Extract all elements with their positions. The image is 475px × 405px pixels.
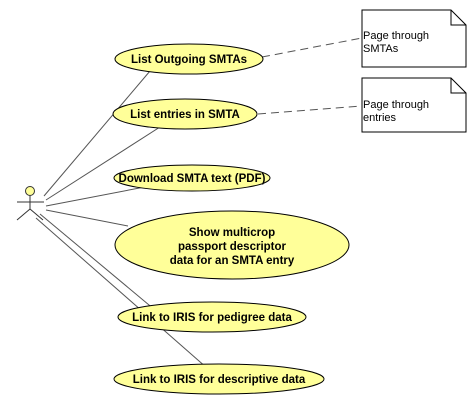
actor-left-leg [16,208,31,221]
use-case-list-outgoing-smtas: List Outgoing SMTAs [114,43,264,75]
note-shape [361,77,467,133]
association-line-link-descriptive [35,217,208,369]
use-case-list-entries-in-smta: List entries in SMTA [112,98,258,130]
use-case-label: List entries in SMTA [130,109,240,121]
use-case-ellipse [112,98,258,130]
use-case-label: List Outgoing SMTAs [131,54,247,66]
note-page-through-entries: Page through entries [361,77,467,133]
use-case-ellipse [114,43,264,75]
use-case-link-iris-pedigree: Link to IRIS for pedigree data [117,301,307,333]
use-case-ellipse [113,164,271,192]
use-case-ellipse [113,363,325,395]
use-case-label-line-3: data for an SMTA entry [170,255,295,267]
use-case-label: Link to IRIS for descriptive data [133,374,306,386]
note-line-2: entries [363,112,397,124]
association-line-list-entries [45,126,161,201]
note-line-1: Page through [363,30,429,42]
association-line-list-outgoing [43,70,151,197]
use-case-label: Download SMTA text (PDF) [119,173,266,185]
associations [35,70,208,369]
use-case-label-line-1: Show multicrop [189,227,275,239]
note-anchor-entries [257,105,363,115]
note-anchor-smtas [261,37,363,58]
association-line-download [45,185,151,207]
note-shape [361,9,467,68]
use-case-ellipse [117,301,307,333]
use-case-show-multicrop-passport: Show multicrop passport descriptor data … [114,210,350,280]
association-line-link-pedigree [39,213,156,311]
note-folded-corner [450,78,466,94]
use-case-download-smta-text: Download SMTA text (PDF) [113,164,271,192]
note-anchors [257,37,363,115]
use-case-label-line-2: passport descriptor [178,241,287,253]
association-line-show-multicrop [45,209,129,227]
actor-head [25,186,35,196]
use-case-label: Link to IRIS for pedigree data [132,312,292,324]
use-case-link-iris-descriptive: Link to IRIS for descriptive data [113,363,325,395]
note-folded-corner [450,10,466,26]
note-line-2: SMTAs [363,43,399,55]
note-line-1: Page through [363,99,429,111]
use-case-ellipse [114,210,350,280]
actor [16,186,44,221]
actor-right-leg [29,208,44,221]
note-page-through-smtas: Page through SMTAs [361,9,467,68]
